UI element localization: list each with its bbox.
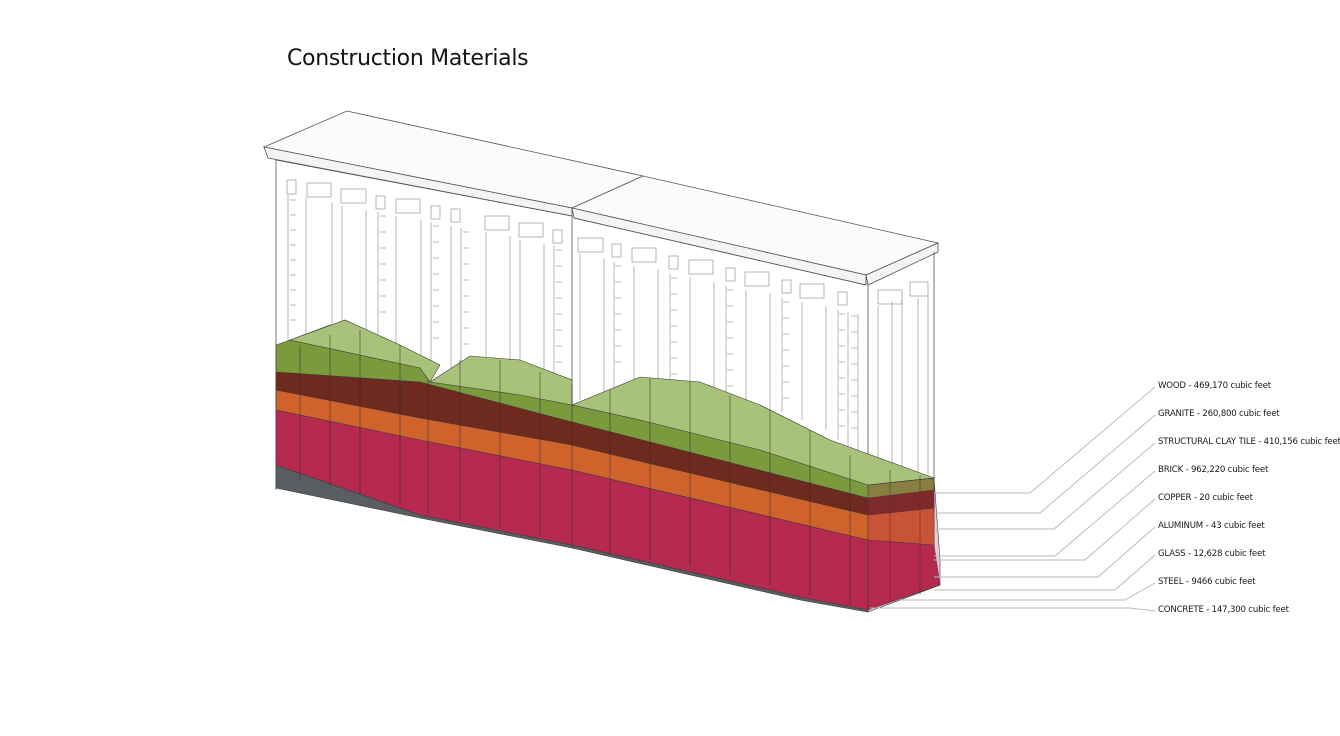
facade-windows [286, 179, 929, 480]
legend-granite: GRANITE - 260,800 cubic feet [1158, 409, 1280, 419]
legend-structural-clay-tile: STRUCTURAL CLAY TILE - 410,156 cubic fee… [1158, 437, 1340, 447]
leader-concrete [870, 607, 1156, 612]
legend-copper: COPPER - 20 cubic feet [1158, 493, 1253, 503]
leader-glass [934, 554, 1156, 591]
leader-wood [934, 386, 1156, 494]
leader-brick [934, 470, 1156, 557]
legend-glass: GLASS - 12,628 cubic feet [1158, 549, 1266, 559]
building-wireframe [262, 110, 940, 610]
leader-granite [934, 414, 1156, 514]
material-layers [275, 319, 941, 613]
leader-lines [870, 386, 1156, 612]
leader-steel [900, 582, 1156, 601]
legend-aluminum: ALUMINUM - 43 cubic feet [1158, 521, 1265, 531]
leader-copper [934, 498, 1156, 561]
diagram-title: Construction Materials [287, 46, 529, 71]
leader-aluminum [934, 526, 1156, 578]
legend-concrete: CONCRETE - 147,300 cubic feet [1158, 605, 1289, 615]
legend-steel: STEEL - 9466 cubic feet [1158, 577, 1256, 587]
legend-brick: BRICK - 962,220 cubic feet [1158, 465, 1269, 475]
legend-wood: WOOD - 469,170 cubic feet [1158, 381, 1271, 391]
leader-clay-tile [934, 442, 1156, 530]
layer-wood-top [288, 319, 441, 383]
